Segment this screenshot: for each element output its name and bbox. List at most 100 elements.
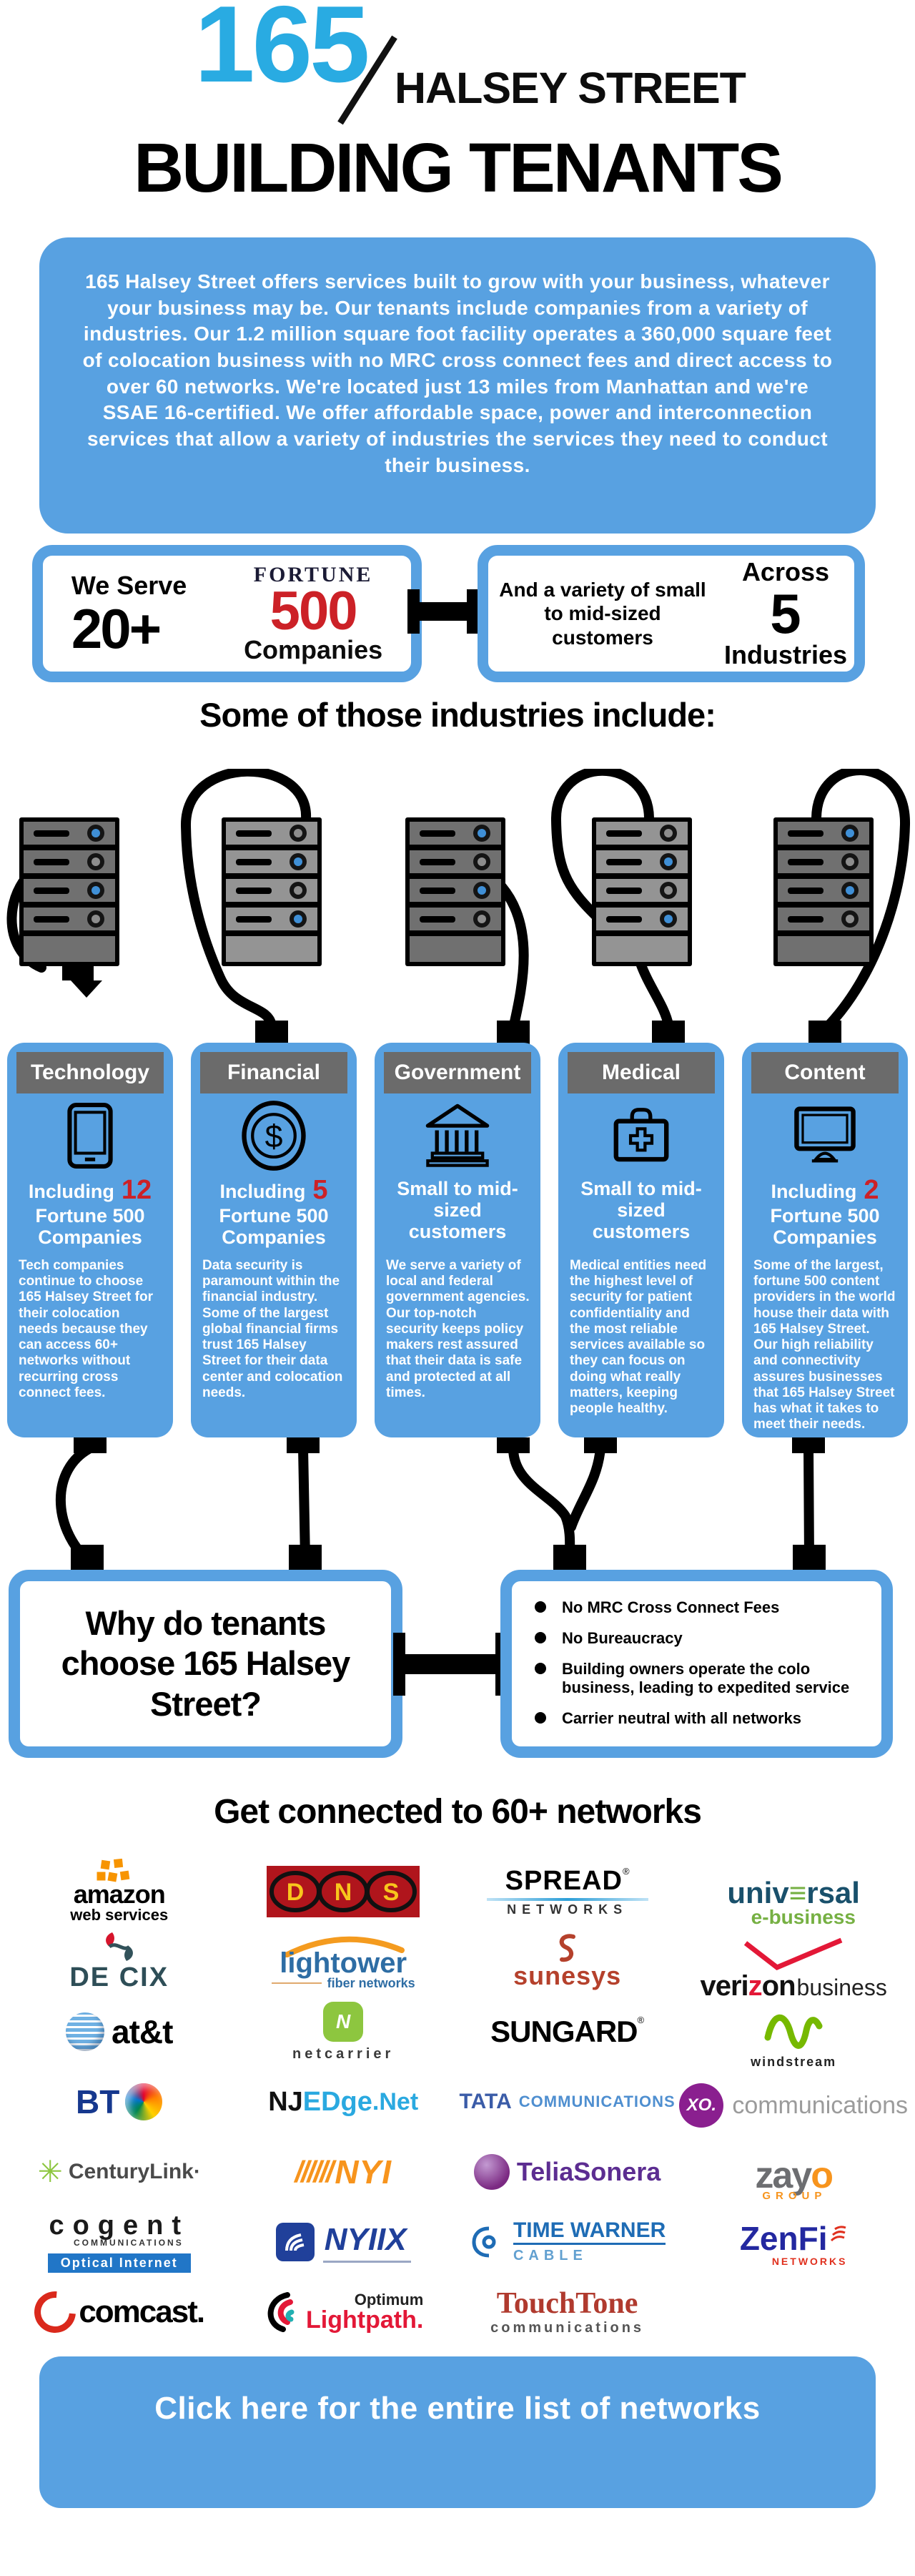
- logo-nyiix: NYIIX: [231, 2207, 455, 2277]
- networks-list-button[interactable]: Click here for the entire list of networ…: [39, 2356, 876, 2508]
- fortune-count: 12: [121, 1175, 152, 1205]
- customers-label: And a variety of small to mid-sized cust…: [499, 578, 706, 649]
- optical-internet-banner: Optical Internet: [47, 2253, 191, 2273]
- why-question: Why do tenants choose 165 Halsey Street?: [61, 1603, 351, 1723]
- title-street: HALSEY STREET: [395, 64, 746, 112]
- connector-cables: [56, 1437, 826, 1570]
- server-rack-icon: [773, 817, 874, 966]
- tablet-icon: [7, 1093, 173, 1178]
- industries-count: 5: [770, 582, 801, 645]
- fortune-label: Fortune 500 Companies: [35, 1205, 145, 1249]
- across-label: Across: [741, 557, 829, 587]
- companies-label: Companies: [244, 635, 383, 665]
- fortune-wordmark: FORTUNE: [253, 562, 373, 586]
- industries-label: Industries: [723, 640, 847, 669]
- nyiix-icon: [275, 2223, 315, 2261]
- aws-cubes-icon: [96, 1858, 131, 1883]
- medical-kit-icon: [558, 1093, 724, 1178]
- logo-sunesys: sunesys: [455, 1927, 679, 1997]
- bullet-icon: [535, 1601, 546, 1613]
- intro-panel: 165 Halsey Street offers services built …: [39, 237, 876, 534]
- customers-label: Small to mid-sized customers: [397, 1178, 518, 1243]
- industry-description: Tech companies continue to choose 165 Ha…: [19, 1258, 153, 1400]
- zenfi-wifi-icon: [831, 2226, 847, 2242]
- benefit-item: No Bureaucracy: [535, 1629, 861, 1648]
- netcarrier-icon: N: [323, 2001, 364, 2042]
- sunesys-icon: [559, 1934, 575, 1962]
- logo-centurylink: ✳ CenturyLink·: [37, 2155, 201, 2188]
- bank-icon: [375, 1093, 540, 1178]
- centurylink-star-icon: ✳: [37, 2155, 63, 2188]
- logo-xo-communications: XO. communications: [679, 2074, 908, 2137]
- lightower-arc-icon: [282, 1936, 405, 1957]
- page-title: BUILDING TENANTS: [134, 129, 783, 207]
- svg-text:$: $: [265, 1119, 283, 1154]
- time-warner-icon: [472, 2226, 496, 2258]
- industry-card-medical: Medical Small to mid-sized customers Med…: [558, 1043, 724, 1437]
- xo-icon: XO.: [679, 2083, 724, 2128]
- lightower-underline: [271, 1982, 322, 1984]
- logo-att: at&t: [7, 1997, 231, 2067]
- including-label: Including: [28, 1180, 114, 1202]
- cable-connectors: [255, 1021, 841, 1044]
- benefit-item: No MRC Cross Connect Fees: [535, 1598, 861, 1617]
- fortune-label: Fortune 500 Companies: [770, 1205, 880, 1249]
- teliasonera-icon: [473, 2154, 510, 2190]
- industry-description: We serve a variety of local and federal …: [386, 1258, 530, 1400]
- industry-title: Medical: [568, 1052, 715, 1093]
- logo-lightower: lightower fiber networks: [231, 1927, 455, 1997]
- windstream-icon: [764, 2014, 823, 2049]
- benefits-box: No MRC Cross Connect Fees No Bureaucracy…: [500, 1570, 893, 1758]
- fortune-500-stat-card: We Serve 20+ FORTUNE 500 Companies: [32, 545, 422, 682]
- logo-comcast: comcast.: [7, 2277, 231, 2347]
- fortune-500-logo: FORTUNE 500 Companies: [244, 564, 382, 663]
- bullet-icon: [535, 1711, 546, 1724]
- industry-card-government: Government Small to mid-sized customers …: [375, 1043, 540, 1437]
- benefit-item: Building owners operate the colo busines…: [535, 1660, 861, 1697]
- stats-connector: [407, 589, 479, 634]
- logo-dns: D N S: [231, 1857, 455, 1927]
- verizon-check-icon: [744, 1937, 843, 1970]
- logo-spread-networks: SPREAD® NETWORKS: [455, 1857, 679, 1927]
- comcast-crescent-icon: [26, 2283, 85, 2341]
- customers-label: Small to mid-sized customers: [580, 1178, 702, 1243]
- logo-time-warner-cable: TIME WARNER CABLE: [455, 2207, 679, 2277]
- svg-text:S: S: [383, 1879, 400, 1906]
- logo-nyi: ////// NYI: [295, 2153, 392, 2191]
- logo-zayo-group: zayo GROUP: [755, 2155, 834, 2202]
- industry-title: Government: [384, 1052, 531, 1093]
- title-number: 165: [194, 0, 370, 105]
- network-logo-grid: amazon web services D N S SPREAD®: [7, 1857, 908, 2347]
- logo-universal-e-business: univ≡rsal e-business: [727, 1876, 860, 1928]
- logo-cogent: cogent COMMUNICATIONS Optical Internet: [7, 2207, 231, 2277]
- fortune-count: 2: [864, 1175, 879, 1205]
- benefit-item: Carrier neutral with all networks: [535, 1709, 861, 1728]
- bullet-icon: [535, 1631, 546, 1643]
- bt-globe-icon: [125, 2083, 163, 2120]
- att-globe-icon: [65, 2012, 104, 2051]
- svg-text:N: N: [335, 1879, 352, 1906]
- industry-description: Some of the largest, fortune 500 content…: [753, 1258, 896, 1432]
- industries-heading: Some of those industries include:: [199, 696, 716, 734]
- dollar-coin-icon: $: [191, 1093, 357, 1178]
- logo-zenfi-networks: ZenFi NETWORKS: [739, 2220, 848, 2267]
- industry-description: Medical entities need the highest level …: [570, 1258, 707, 1416]
- logo-bt: BT: [7, 2067, 231, 2137]
- server-rack-icon: [19, 817, 119, 998]
- server-cluster-graphic: [6, 769, 911, 1044]
- bullet-icon: [535, 1662, 546, 1674]
- title-slash: [337, 35, 397, 125]
- why-question-box: Why do tenants choose 165 Halsey Street?: [9, 1570, 402, 1758]
- monitor-icon: [742, 1093, 908, 1178]
- server-rack-icon: [405, 817, 505, 966]
- logo-windstream: windstream: [679, 2011, 908, 2069]
- industries-stat-card: And a variety of small to mid-sized cust…: [478, 545, 865, 682]
- logo-empty-slot: [679, 2277, 908, 2347]
- de-cix-icon: [105, 1932, 133, 1961]
- server-rack-icon: [222, 817, 322, 966]
